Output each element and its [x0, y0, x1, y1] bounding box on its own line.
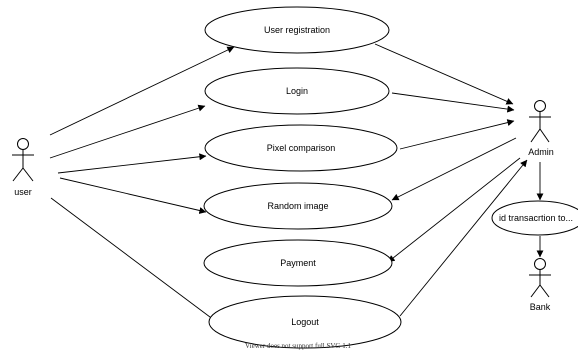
edge-pixel-comparison-admin — [399, 119, 515, 150]
use-case-pixel-comparison: Pixel comparison — [204, 124, 398, 172]
actor-user: user — [12, 138, 34, 197]
edge-logout-admin — [399, 159, 528, 317]
edge-admin-payment — [387, 157, 521, 263]
actor-admin: Admin — [528, 100, 554, 157]
edge-user-registration — [49, 46, 235, 136]
edge-registration-admin — [374, 43, 514, 105]
stick-figure-icon — [529, 100, 551, 143]
use-case-random-image: Random image — [203, 182, 393, 230]
edge-login-admin — [391, 92, 515, 113]
edge-user-pixel-comparison — [57, 153, 207, 174]
use-case-id-transaction: id transacrtion to... — [491, 200, 578, 236]
use-case-label: Login — [286, 86, 308, 96]
use-case-label: User registration — [264, 25, 330, 35]
svg-viewer-note: Viewer does not support full SVG 1.1 — [245, 342, 351, 350]
use-case-payment: Payment — [203, 239, 393, 287]
actor-label-user: user — [14, 187, 32, 197]
use-case-label: Logout — [291, 317, 319, 327]
use-case-label: Pixel comparison — [267, 143, 336, 153]
actor-bank: Bank — [529, 258, 551, 312]
actor-label-admin: Admin — [528, 147, 554, 157]
use-case-logout: Logout — [208, 295, 402, 349]
use-case-label: Payment — [280, 258, 316, 268]
use-case-label: Random image — [267, 201, 328, 211]
use-case-label: id transacrtion to... — [499, 213, 573, 223]
stick-figure-icon — [12, 138, 34, 182]
edge-user-random-image — [59, 177, 207, 214]
edge-admin-random-image — [391, 137, 517, 201]
stick-figure-icon — [529, 258, 551, 298]
actor-label-bank: Bank — [530, 302, 551, 312]
edge-user-logout — [50, 197, 223, 327]
edge-user-login — [49, 104, 206, 159]
use-case-login: Login — [204, 67, 390, 115]
use-case-user-registration: User registration — [204, 6, 390, 54]
